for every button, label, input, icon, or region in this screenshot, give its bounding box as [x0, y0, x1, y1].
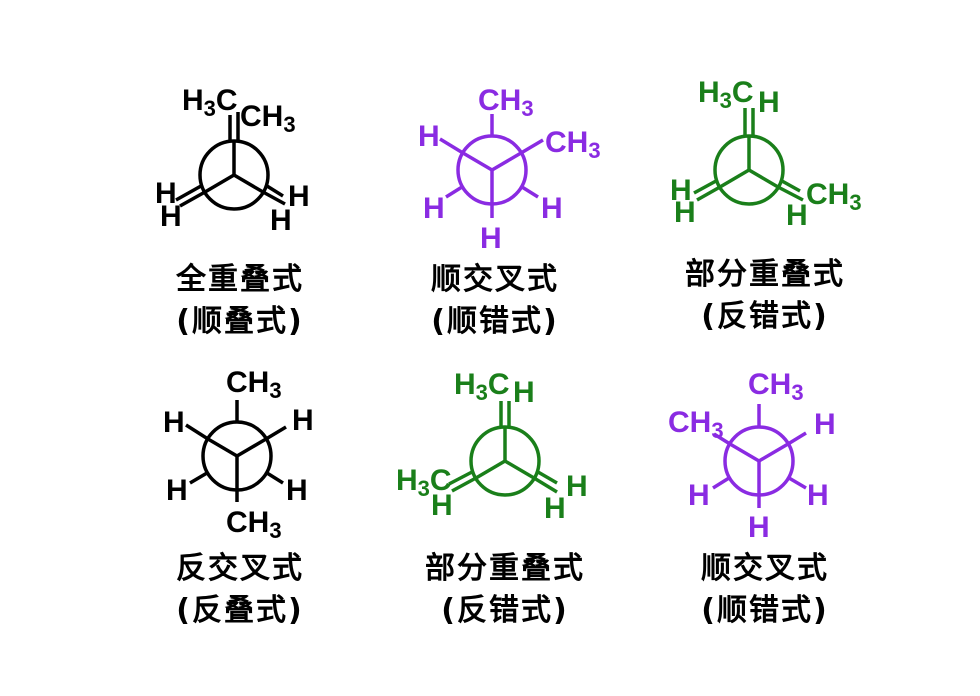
caption-line-2: (顺错式) — [701, 593, 829, 628]
back-bond-left-a — [696, 185, 721, 202]
front-bond-ur-ext — [265, 425, 287, 441]
label-ch3: CH3 — [240, 100, 296, 137]
front-bond-upper-left — [462, 151, 493, 172]
label-h-lower-right: H — [807, 479, 829, 512]
front-bond-ur-ext — [787, 431, 807, 446]
back-bond-right-a — [262, 190, 286, 206]
caption-line-1: 顺交叉式 — [701, 551, 829, 586]
label-h3c-left: H3C — [396, 464, 452, 501]
label-h-left-a: H — [155, 177, 177, 210]
back-bond-left-b — [693, 179, 717, 195]
projection-5-partial-eclipsed: H3C H H3C H H H — [396, 368, 588, 525]
label-ch3-right: CH3 — [806, 178, 862, 215]
label-ch3-top: CH3 — [748, 368, 804, 405]
projection-2-gauche: CH3 H CH3 H H H — [418, 84, 601, 255]
label-h3c-top: H3C — [454, 368, 510, 405]
label-ch3-bottom: CH3 — [226, 506, 282, 543]
back-bond-right-a — [777, 185, 804, 202]
caption-line-1: 反交叉式 — [176, 551, 304, 586]
back-bond-right-b — [781, 179, 801, 193]
caption-projection-2: 顺交叉式 (顺错式) — [375, 259, 615, 343]
label-h-left: H — [431, 489, 453, 522]
label-h-top: H — [513, 376, 535, 409]
back-bond-right-b — [266, 184, 284, 198]
front-bond-ul-ext — [439, 137, 464, 155]
label-h-bottom: H — [480, 222, 502, 255]
caption-line-2: (顺错式) — [431, 304, 559, 339]
caption-line-2: (顺叠式) — [176, 304, 304, 339]
front-bond-ul-ext — [713, 432, 731, 446]
back-bond-lower-right — [266, 471, 284, 485]
front-bond-right — [748, 168, 779, 189]
front-bond-left — [204, 173, 235, 194]
caption-line-1: 部分重叠式 — [685, 257, 845, 292]
front-bond-right — [233, 173, 264, 194]
front-bond-upper-left — [207, 437, 238, 458]
projection-3-partial-eclipsed: H3C H H H H CH3 — [670, 76, 862, 232]
caption-projection-6: 顺交叉式 (顺错式) — [645, 548, 885, 632]
back-bond-lower-right — [521, 185, 539, 199]
label-h-lower-right: H — [286, 474, 308, 507]
front-bond-left — [719, 168, 750, 189]
label-h-upper-right: H — [814, 408, 836, 441]
caption-line-2: (反错式) — [441, 593, 569, 628]
back-bond-lower-right — [788, 476, 807, 490]
label-h3c: H3C — [182, 84, 238, 121]
back-bond-left-b — [175, 184, 202, 202]
back-bond-left-a — [451, 476, 477, 493]
label-h-upper-left: H — [163, 406, 185, 439]
front-bond-right — [504, 459, 535, 480]
label-h-left-a: H — [670, 174, 692, 207]
label-ch3-top: CH3 — [478, 84, 534, 121]
back-bond-right-a — [533, 476, 558, 494]
back-bond-right-b — [537, 470, 558, 485]
back-bond-left-b — [448, 470, 473, 486]
label-h-right-a: H — [786, 199, 808, 232]
label-ch3-right: CH3 — [545, 126, 601, 163]
projection-4-anti: CH3 H H H H CH3 — [163, 366, 314, 543]
caption-line-2: (反错式) — [701, 299, 829, 334]
caption-line-2: (反叠式) — [176, 593, 304, 628]
front-bond-ur-ext — [520, 138, 544, 155]
label-h-left-b: H — [674, 196, 696, 229]
front-bond-left — [475, 459, 506, 480]
label-h-lower-left: H — [423, 192, 445, 225]
caption-projection-3: 部分重叠式 (反错式) — [645, 254, 885, 338]
label-h-lower-left: H — [688, 479, 710, 512]
caption-line-1: 部分重叠式 — [425, 551, 585, 586]
label-h-bottom: H — [748, 511, 770, 544]
back-bond-lower-left — [445, 185, 463, 199]
front-bond-upper-left — [729, 442, 760, 463]
back-bond-left-a — [179, 190, 206, 208]
caption-line-1: 全重叠式 — [176, 262, 304, 297]
label-h3c-top: H3C — [698, 76, 754, 113]
label-h-right-a: H — [288, 180, 310, 213]
label-h-lower-right: H — [541, 192, 563, 225]
front-bond-upper-right — [491, 151, 522, 172]
caption-line-1: 顺交叉式 — [431, 262, 559, 297]
label-ch3-top: CH3 — [226, 366, 282, 403]
front-bond-ul-ext — [185, 423, 209, 441]
label-h-lower-left: H — [166, 474, 188, 507]
label-h-right-b: H — [270, 204, 292, 237]
label-h-upper-right: H — [292, 404, 314, 437]
projection-6-gauche: CH3 CH3 H H H H — [668, 368, 836, 544]
label-h-left-b: H — [160, 200, 182, 233]
label-h-right-b: H — [544, 492, 566, 525]
back-bond-lower-left — [712, 476, 730, 490]
back-bond-lower-left — [189, 471, 208, 485]
label-ch3-upper-left: CH3 — [668, 406, 724, 443]
caption-projection-1: 全重叠式 (顺叠式) — [120, 259, 360, 343]
projection-1-eclipsed: H3C CH3 H H H H — [155, 84, 310, 237]
caption-projection-4: 反交叉式 (反叠式) — [120, 548, 360, 632]
caption-projection-5: 部分重叠式 (反错式) — [385, 548, 625, 632]
front-bond-upper-right — [236, 437, 267, 458]
front-bond-upper-right — [758, 442, 789, 463]
label-h-top: H — [758, 86, 780, 119]
label-h-left: H — [418, 120, 440, 153]
label-h-right-a: H — [566, 470, 588, 503]
